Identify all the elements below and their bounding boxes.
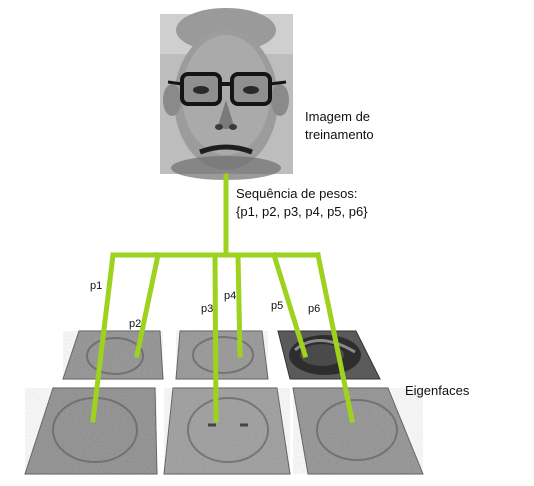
weight-connectors — [90, 173, 355, 423]
eigenface-tile-2 — [175, 330, 269, 380]
weights-label-line-1: Sequência de pesos: — [236, 186, 358, 201]
eigenface-tile-6 — [292, 387, 424, 475]
eigenface-tile-5 — [163, 387, 291, 475]
eigenface-tile-3 — [277, 330, 381, 380]
weight-label-p5: p5 — [271, 300, 284, 312]
weight-label-p3: p3 — [201, 303, 214, 315]
training-image-label-line-2: treinamento — [305, 127, 374, 142]
weight-label-p6: p6 — [308, 303, 321, 315]
training-face-image — [160, 8, 293, 180]
branch-p3 — [212, 252, 219, 423]
eigenface-grid — [24, 330, 424, 475]
weight-label-p2: p2 — [129, 318, 142, 330]
branch-p4 — [235, 252, 243, 358]
weights-label: Sequência de pesos: {p1, p2, p3, p4, p5,… — [236, 185, 368, 221]
training-image-label-line-1: Imagem de — [305, 109, 371, 124]
branch-p5 — [270, 251, 309, 359]
weights-label-line-2: {p1, p2, p3, p4, p5, p6} — [236, 204, 368, 219]
weight-label-p4: p4 — [224, 290, 237, 302]
eigenfaces-label: Eigenfaces — [405, 383, 470, 398]
weight-label-p1: p1 — [90, 280, 103, 292]
eigenface-tile-4 — [24, 387, 158, 475]
branch-p2 — [134, 252, 161, 358]
branch-p6 — [315, 252, 355, 423]
training-image-label: Imagem de treinamento — [305, 108, 374, 144]
eigenface-tile-1 — [62, 330, 164, 380]
branch-p1 — [90, 252, 116, 423]
